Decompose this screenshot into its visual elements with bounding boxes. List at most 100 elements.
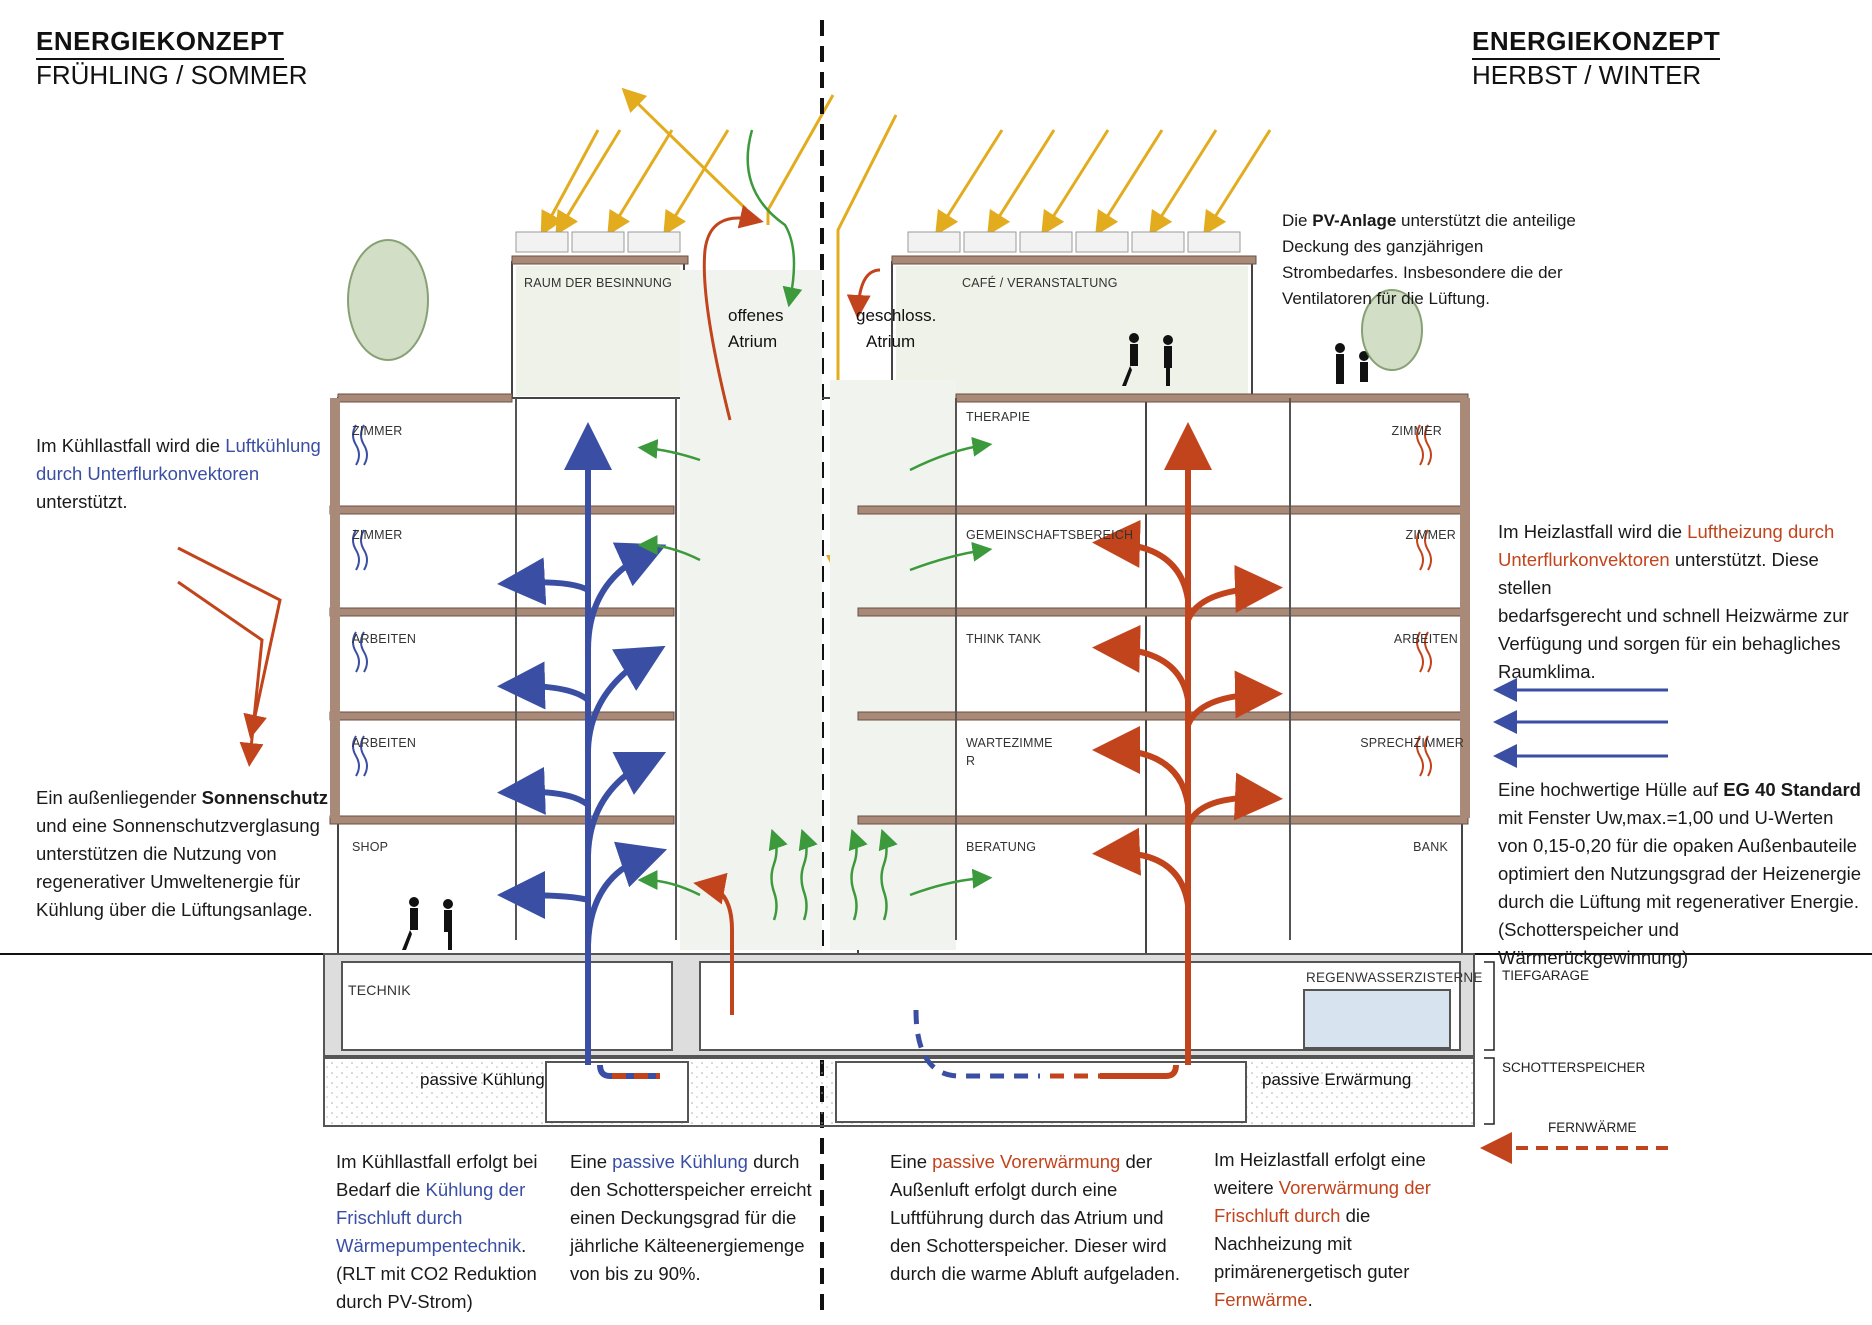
text-run: unterstützt. Diese stellen [1498, 549, 1819, 598]
room-label: ZIMMER [1391, 424, 1442, 438]
text-line: Luftführung durch das Atrium und [890, 1207, 1164, 1228]
text-line: unterstützt. [36, 491, 128, 512]
text-line: von bis zu 90%. [570, 1263, 701, 1284]
text-run: Eine hochwertige Hülle auf [1498, 779, 1724, 800]
pv-text: Die PV-Anlage unterstützt die anteilige … [1282, 208, 1576, 312]
text-line: Raumklima. [1498, 661, 1596, 682]
room-label: BANK [1413, 840, 1448, 854]
room-label: ZIMMER [1405, 528, 1456, 542]
room-label: ARBEITEN [352, 632, 417, 646]
text-run: Fernwärme [1214, 1289, 1308, 1310]
text-line: einen Deckungsgrad für die [570, 1207, 797, 1228]
text-line: den Schotterspeicher. Dieser wird [890, 1235, 1167, 1256]
text-line: den Schotterspeicher erreicht [570, 1179, 812, 1200]
incoming-sun-arrows [177, 546, 282, 767]
text-run: Im Kühllastfall wird die [36, 435, 226, 456]
text-line: durch PV-Strom) [336, 1291, 473, 1312]
text-line: Verfügung und sorgen für ein behagliches [1498, 633, 1841, 654]
room-label: SHOP [352, 840, 389, 854]
right-subtitle: HERBST / WINTER [1472, 60, 1702, 90]
cistern-label: REGENWASSERZISTERNE [1306, 970, 1483, 985]
text-run: Die [1282, 211, 1313, 230]
text-run: Frischluft durch [1214, 1205, 1341, 1226]
text-line: (Schotterspeicher und Wärmerückgewinnung… [1498, 919, 1689, 968]
atrium-airflow [637, 129, 993, 921]
technik-label: TECHNIK [348, 982, 411, 998]
text-run: Eine [890, 1151, 933, 1172]
room-label: R [966, 754, 976, 768]
text-run: passive Vorerwärmung [932, 1151, 1121, 1172]
incoming-cold-arrows [1493, 678, 1668, 768]
warm-airflow [693, 422, 1283, 1079]
text-line: Kühlung über die Lüftungsanlage. [36, 899, 313, 920]
text-run: Luftheizung durch [1687, 521, 1835, 542]
passive-cool-label: passive Kühlung [420, 1070, 545, 1089]
bottom-text-4: Im Heizlastfall erfolgt eine weitere Vor… [1214, 1146, 1431, 1314]
room-label: ARBEITEN [1393, 632, 1458, 646]
passive-warm-label: passive Erwärmung [1262, 1070, 1412, 1089]
tiefgarage-label: TIEFGARAGE [1502, 968, 1590, 983]
atrium-open-label: Atrium [728, 332, 778, 351]
convectors-cool [352, 424, 368, 777]
text-line: Im Heizlastfall erfolgt eine [1214, 1149, 1426, 1170]
sunshade-text: Ein außenliegender Sonnenschutz und eine… [36, 784, 328, 924]
text-run: Luftkühlung [225, 435, 321, 456]
text-line: unterstützen die Nutzung von [36, 843, 277, 864]
room-label: SPRECHZIMMER [1360, 736, 1464, 750]
text-line: Nachheizung mit [1214, 1233, 1352, 1254]
text-run: Vorerwärmung der [1278, 1177, 1431, 1198]
text-run: Ein außenliegender [36, 787, 202, 808]
text-run: durch [747, 1151, 800, 1172]
text-line: optimiert den Nutzungsgrad der Heizenerg… [1498, 863, 1862, 884]
text-line: und eine Sonnenschutzverglasung [36, 815, 320, 836]
right-header: ENERGIEKONZEPT HERBST / WINTER [1472, 26, 1721, 90]
text-line: mit Fenster Uw,max.=1,00 und U-Werten [1498, 807, 1834, 828]
trees [347, 239, 1423, 371]
text-run: der [1120, 1151, 1153, 1172]
people [402, 333, 1369, 950]
text-line: jährliche Kälteenergiemenge [570, 1235, 805, 1256]
text-line: durch die warme Abluft aufgeladen. [890, 1263, 1181, 1284]
text-run: EG 40 Standard [1723, 779, 1861, 800]
text-run: die [1340, 1205, 1371, 1226]
atrium-closed-label: Atrium [866, 332, 916, 351]
bottom-text-1: Im Kühllastfall erfolgt bei Bedarf die K… [336, 1148, 538, 1316]
text-line: primärenergetisch guter [1214, 1261, 1410, 1282]
text-run: Im Heizlastfall wird die [1498, 521, 1688, 542]
bottom-text-3: Eine passive Vorerwärmung der Außenluft … [890, 1148, 1180, 1288]
left-header: ENERGIEKONZEPT FRÜHLING / SOMMER [36, 26, 308, 90]
bottom-text-2: Eine passive Kühlung durch den Schotters… [570, 1148, 812, 1288]
right-title: ENERGIEKONZEPT [1472, 26, 1721, 60]
room-label: THERAPIE [966, 410, 1031, 424]
text-run: Eine [570, 1151, 613, 1172]
schotter-label: SCHOTTERSPEICHER [1502, 1060, 1646, 1075]
text-line: Strombedarfes. Insbesondere die der [1282, 263, 1563, 282]
room-label: ARBEITEN [352, 736, 417, 750]
room-label: ZIMMER [352, 528, 403, 542]
pv-panels [515, 231, 1241, 253]
fernwaerme-label: FERNWÄRME [1548, 1120, 1637, 1135]
text-line: von 0,15-0,20 für die opaken Außenbautei… [1498, 835, 1857, 856]
text-run: unterstützt die anteilige [1396, 211, 1576, 230]
basement [323, 953, 1475, 1127]
text-run: Unterflurkonvektoren [1498, 549, 1670, 570]
text-line: (RLT mit CO2 Reduktion [336, 1263, 537, 1284]
cooling-text: Im Kühllastfall wird die Luftkühlung dur… [36, 432, 321, 516]
exhaust-arrow [702, 205, 764, 421]
top-room-label: RAUM DER BESINNUNG [524, 276, 673, 290]
text-run: . [1307, 1289, 1313, 1310]
text-run: . [521, 1235, 527, 1256]
text-line: Im Kühllastfall erfolgt bei [336, 1151, 538, 1172]
room-label: THINK TANK [966, 632, 1042, 646]
text-line: bedarfsgerecht und schnell Heizwärme zur [1498, 605, 1849, 626]
text-run: Sonnenschutz [201, 787, 329, 808]
text-run: Wärmepumpentechnik [336, 1235, 522, 1256]
text-line: Deckung des ganzjährigen [1282, 237, 1484, 256]
text-run: passive Kühlung [612, 1151, 748, 1172]
room-label: ZIMMER [352, 424, 403, 438]
room-label: GEMEINSCHAFTSBEREICH [966, 528, 1134, 542]
text-run: weitere [1214, 1177, 1279, 1198]
text-line: durch Unterflurkonvektoren [36, 463, 260, 484]
top-room-label: CAFÉ / VERANSTALTUNG [962, 276, 1118, 290]
